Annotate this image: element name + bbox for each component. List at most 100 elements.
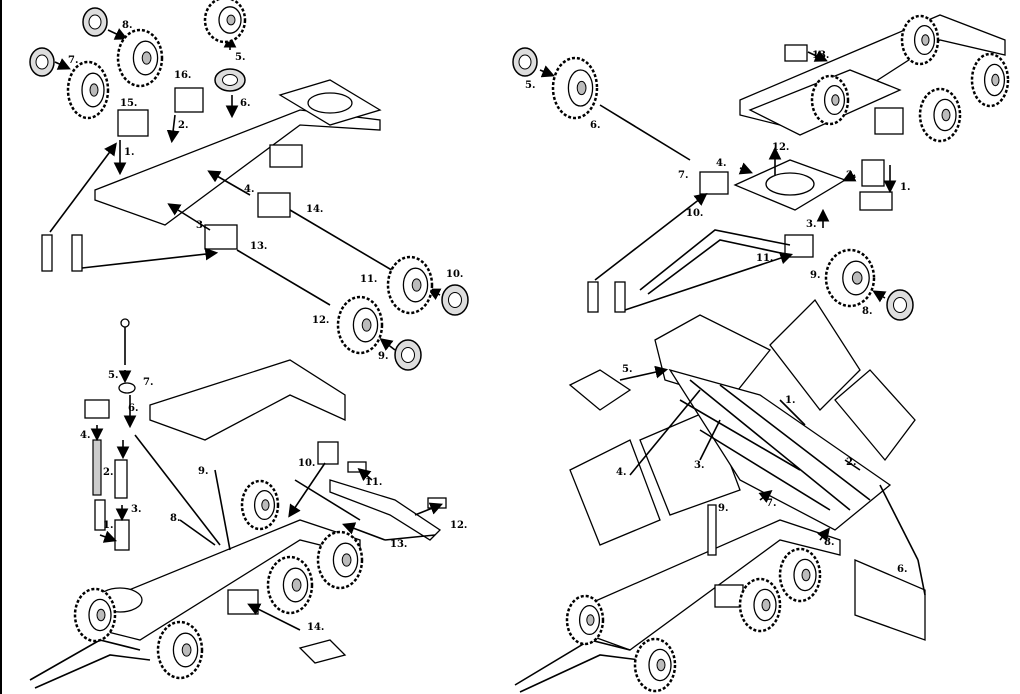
part-label: 11.: [365, 477, 382, 488]
side-panel-1: [769, 298, 861, 411]
hub-center: [222, 74, 238, 86]
wheel-center: [89, 83, 99, 97]
part-label: 7.: [766, 498, 776, 509]
part-label: 14.: [307, 622, 324, 633]
bed-grid: [679, 379, 871, 511]
hub-center: [35, 54, 49, 70]
tailgate-5: [568, 369, 632, 411]
part-label: 15.: [120, 98, 137, 109]
part-label: 6.: [128, 403, 138, 414]
turntable-ring: [765, 172, 815, 196]
part-label: 10.: [446, 269, 463, 280]
detail-pin: [41, 234, 53, 272]
wheel-center: [341, 553, 352, 567]
wheel-center: [831, 94, 840, 106]
plate-14: [298, 639, 347, 664]
axle-rod: [599, 104, 691, 161]
wheel-center: [801, 568, 811, 582]
box-14: [227, 589, 259, 615]
part-10: [317, 441, 339, 465]
wheel-center: [181, 643, 192, 657]
part-label: 8.: [122, 20, 132, 31]
part-label: 16.: [174, 70, 191, 81]
part-label: 4.: [616, 467, 626, 478]
part-label: 5.: [525, 80, 535, 91]
axle-rod: [289, 209, 396, 273]
part-label: 1.: [785, 395, 795, 406]
wheels-layer: [29, 0, 1010, 693]
cylinder-part: [861, 159, 885, 187]
turntable-ring: [307, 92, 353, 114]
hub-center: [518, 54, 532, 70]
wheel-center: [411, 278, 422, 292]
bracket-7: [699, 171, 729, 195]
part-label: 4.: [716, 158, 726, 169]
panel-bottom-right: 5. 1. 4. 3. 2. 7. 9. 8. 6.: [514, 298, 926, 693]
panel-bottom-left: 5. 7. 6. 4. 2. 3. 1. 9. 10. 11. 8. 12. 1…: [29, 318, 467, 689]
part-label: 3.: [131, 504, 141, 515]
part-label: 14.: [306, 204, 323, 215]
wheel-center: [921, 34, 930, 46]
wheel-center: [141, 51, 152, 65]
wheel-center: [291, 578, 302, 592]
part-label: 3.: [694, 460, 704, 471]
axle-rod: [236, 249, 331, 306]
wheel-center: [761, 598, 771, 612]
part-label: 7.: [143, 377, 153, 388]
part-label: 2.: [846, 170, 856, 181]
part-label: 7.: [678, 170, 688, 181]
detail-pin: [71, 234, 83, 272]
hub-center: [401, 347, 415, 363]
hub-center: [893, 297, 907, 313]
part-6: [118, 382, 136, 394]
wheel-center: [941, 108, 951, 122]
cylinder-top: [84, 399, 110, 419]
wheel-center: [586, 614, 595, 626]
wheel-center: [576, 80, 587, 96]
part-label: 8.: [824, 537, 834, 548]
hub-center: [448, 292, 462, 308]
part-label: 11.: [756, 253, 773, 264]
cylinder-tube: [114, 459, 128, 499]
part-label: 9.: [810, 270, 820, 281]
hitch-part: [859, 191, 893, 211]
block-part: [269, 144, 303, 168]
part-label: 9.: [198, 466, 208, 477]
wheel-center: [96, 608, 106, 622]
wheel-center: [656, 658, 666, 672]
bar-13: [329, 479, 442, 541]
cylinder-base: [114, 519, 130, 551]
part-label: 6.: [240, 98, 250, 109]
detail-pin: [587, 281, 599, 313]
drawbar: [514, 639, 631, 686]
part-label: 2.: [103, 467, 113, 478]
part-label: 8.: [170, 513, 180, 524]
bracket-14: [257, 192, 291, 218]
part-label: 3.: [196, 220, 206, 231]
wheel-center: [991, 73, 1000, 87]
bracket-13: [204, 224, 238, 250]
hub-center: [88, 14, 102, 30]
bracket-15: [117, 109, 149, 137]
part-label: 3.: [806, 219, 816, 230]
part-label: 12.: [312, 315, 329, 326]
part-label: 1.: [124, 147, 134, 158]
part-label: 13.: [250, 241, 267, 252]
part-label: 13.: [390, 539, 407, 550]
part-label: 8.: [862, 306, 872, 317]
part-11: [347, 461, 367, 473]
bracket-11: [784, 234, 814, 258]
part-label: 9.: [378, 351, 388, 362]
part-label: 9.: [718, 503, 728, 514]
wheel-center: [226, 14, 236, 26]
part-label: 10.: [686, 208, 703, 219]
part-label: 12.: [772, 142, 789, 153]
part-label: 5.: [235, 52, 245, 63]
end-panel-6: [854, 559, 926, 641]
part-label: 4.: [244, 184, 254, 195]
cylinder-9: [707, 504, 717, 556]
tipper-bed: [668, 368, 892, 531]
bracket-16: [174, 87, 204, 113]
detail-pin: [614, 281, 626, 313]
